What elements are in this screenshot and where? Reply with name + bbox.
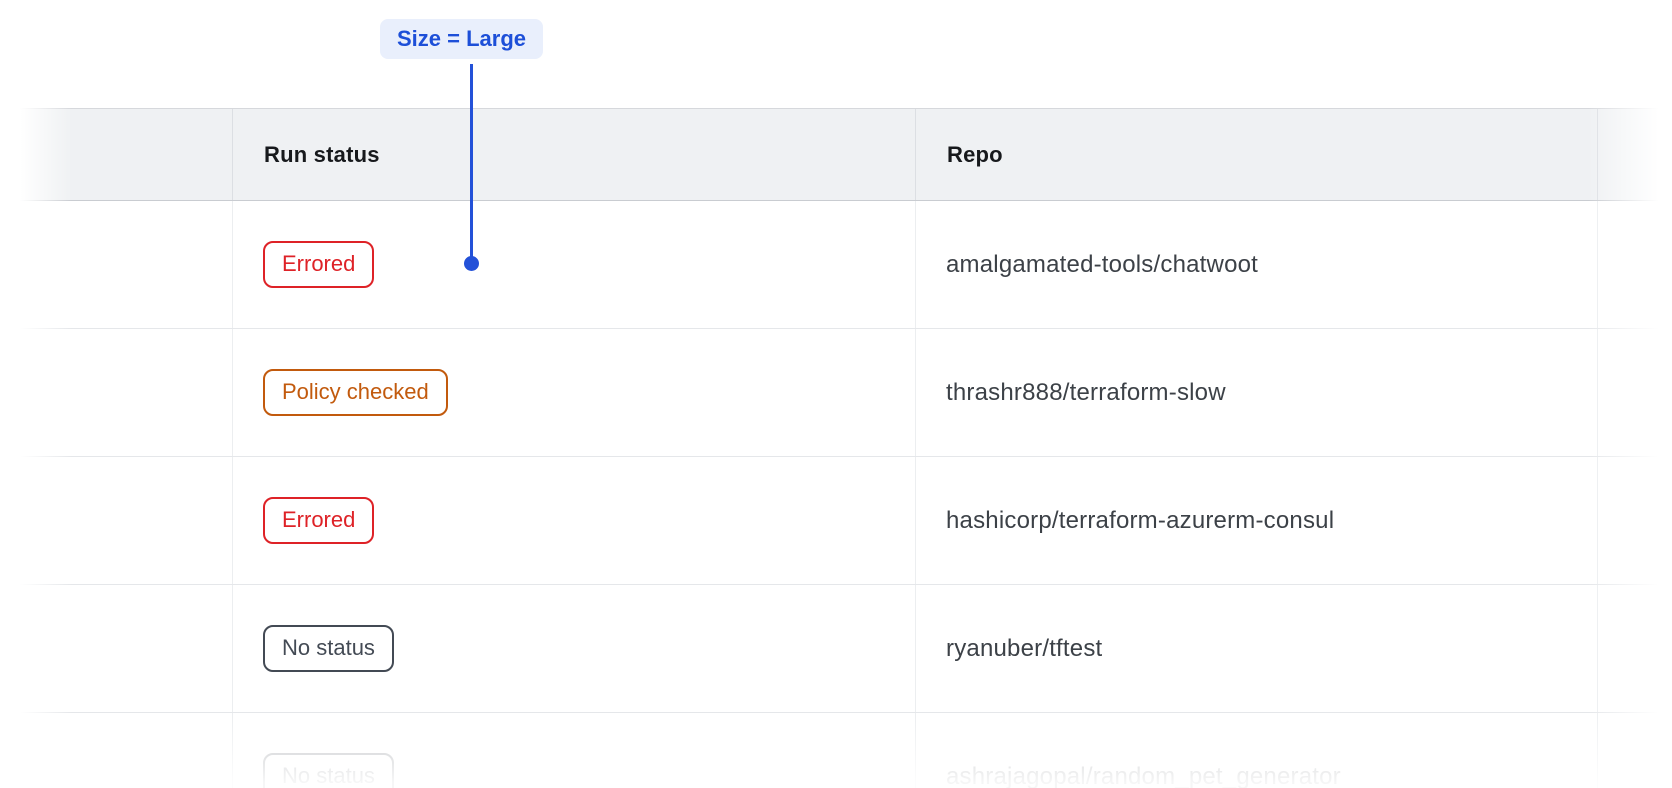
repo-cell: amalgamated-tools/chatwoot <box>916 201 1598 328</box>
overflow-cell <box>1598 201 1672 328</box>
header-cell-overflow <box>1598 109 1672 200</box>
overflow-cell <box>1598 329 1672 456</box>
table-row[interactable]: Policy checked thrashr888/terraform-slow <box>0 329 1672 457</box>
header-cell-selector <box>0 109 233 200</box>
status-badge: Policy checked <box>263 369 448 416</box>
table-row[interactable]: Errored hashicorp/terraform-azurerm-cons… <box>0 457 1672 585</box>
run-status-cell: No status <box>233 585 916 712</box>
runs-table: Run status Repo Errored amalgamated-tool… <box>0 108 1672 788</box>
overflow-cell <box>1598 585 1672 712</box>
size-annotation-label: Size = Large <box>380 19 543 59</box>
status-badge: Errored <box>263 497 374 544</box>
repo-name: amalgamated-tools/chatwoot <box>916 251 1258 279</box>
run-status-cell: Errored <box>233 457 916 584</box>
selector-cell <box>0 201 233 328</box>
selector-cell <box>0 713 233 788</box>
header-cell-run-status: Run status <box>233 109 916 200</box>
table-header-row: Run status Repo <box>0 108 1672 201</box>
repo-name: ryanuber/tftest <box>916 635 1102 663</box>
repo-cell: ryanuber/tftest <box>916 585 1598 712</box>
repo-name: hashicorp/terraform-azurerm-consul <box>916 507 1334 535</box>
repo-cell: thrashr888/terraform-slow <box>916 329 1598 456</box>
overflow-cell <box>1598 713 1672 788</box>
annotation-pointer-line <box>470 64 473 258</box>
annotation-pointer-dot <box>464 256 479 271</box>
table-row[interactable]: No status ashrajagopal/random_pet_genera… <box>0 713 1672 788</box>
overflow-cell <box>1598 457 1672 584</box>
repo-cell: ashrajagopal/random_pet_generator <box>916 713 1598 788</box>
status-badge: No status <box>263 753 394 788</box>
selector-cell <box>0 457 233 584</box>
repo-name: ashrajagopal/random_pet_generator <box>916 763 1341 788</box>
header-cell-repo: Repo <box>916 109 1598 200</box>
table-row[interactable]: Errored amalgamated-tools/chatwoot <box>0 201 1672 329</box>
repo-cell: hashicorp/terraform-azurerm-consul <box>916 457 1598 584</box>
selector-cell <box>0 585 233 712</box>
status-badge: No status <box>263 625 394 672</box>
table-row[interactable]: No status ryanuber/tftest <box>0 585 1672 713</box>
repo-name: thrashr888/terraform-slow <box>916 379 1226 407</box>
run-status-cell: Policy checked <box>233 329 916 456</box>
run-status-cell: Errored <box>233 201 916 328</box>
selector-cell <box>0 329 233 456</box>
run-status-cell: No status <box>233 713 916 788</box>
status-badge: Errored <box>263 241 374 288</box>
